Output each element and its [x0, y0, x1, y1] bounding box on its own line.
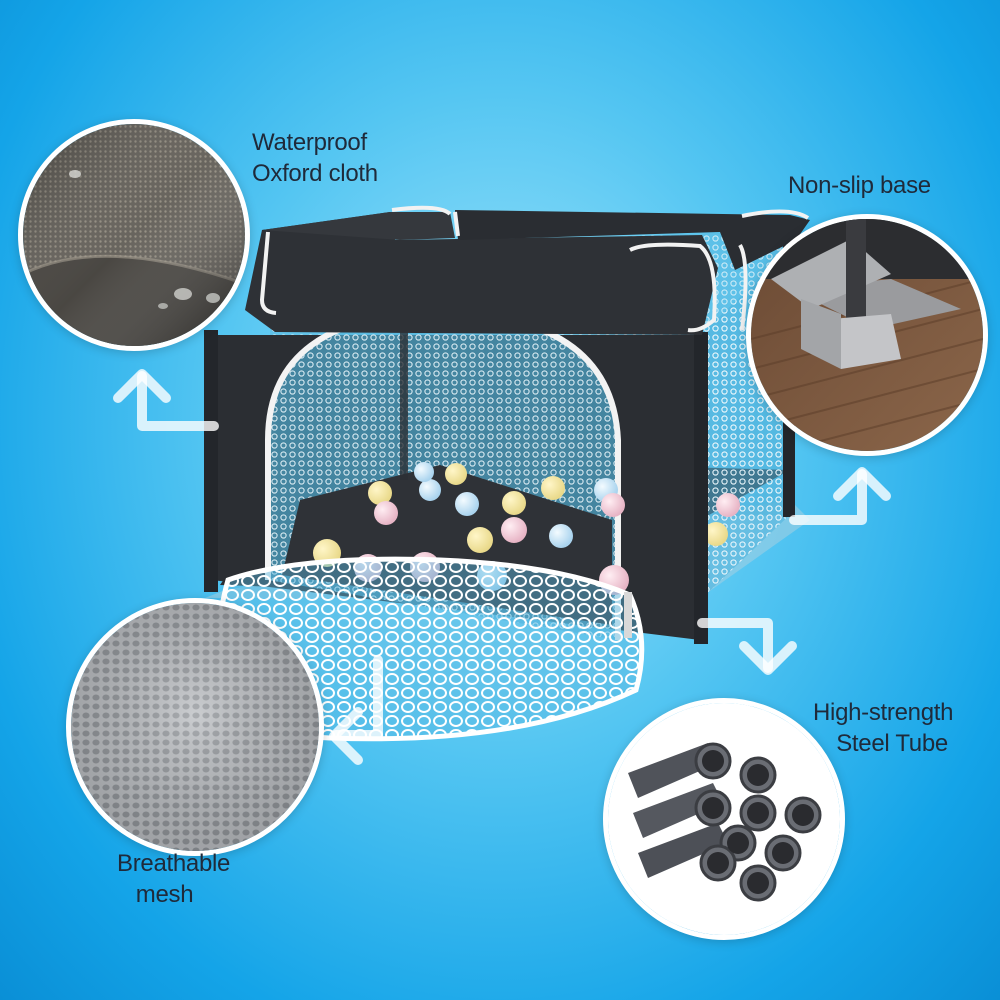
- non-slip-base-label: Non-slip base: [788, 170, 931, 201]
- oxford-cloth-swatch-icon: [18, 119, 250, 351]
- breathable-mesh-label: Breathable mesh: [117, 848, 230, 910]
- breathable-mesh-line1: Breathable: [117, 850, 231, 877]
- steel-tube-line1: High-strength: [813, 699, 954, 726]
- steel-tube-icon: [603, 698, 845, 940]
- steel-tube-label: High-strength Steel Tube: [813, 697, 953, 759]
- non-slip-base-text: Non-slip base: [788, 172, 931, 199]
- non-slip-base-corner-icon: [746, 214, 988, 456]
- steel-tube-line2: Steel Tube: [836, 730, 948, 757]
- oxford-cloth-line1: Waterproof: [252, 129, 367, 156]
- oxford-cloth-line2: Oxford cloth: [252, 160, 378, 187]
- oxford-cloth-label: Waterproof Oxford cloth: [252, 127, 378, 189]
- breathable-mesh-line2: mesh: [135, 881, 194, 908]
- breathable-mesh-swatch-icon: [66, 598, 324, 856]
